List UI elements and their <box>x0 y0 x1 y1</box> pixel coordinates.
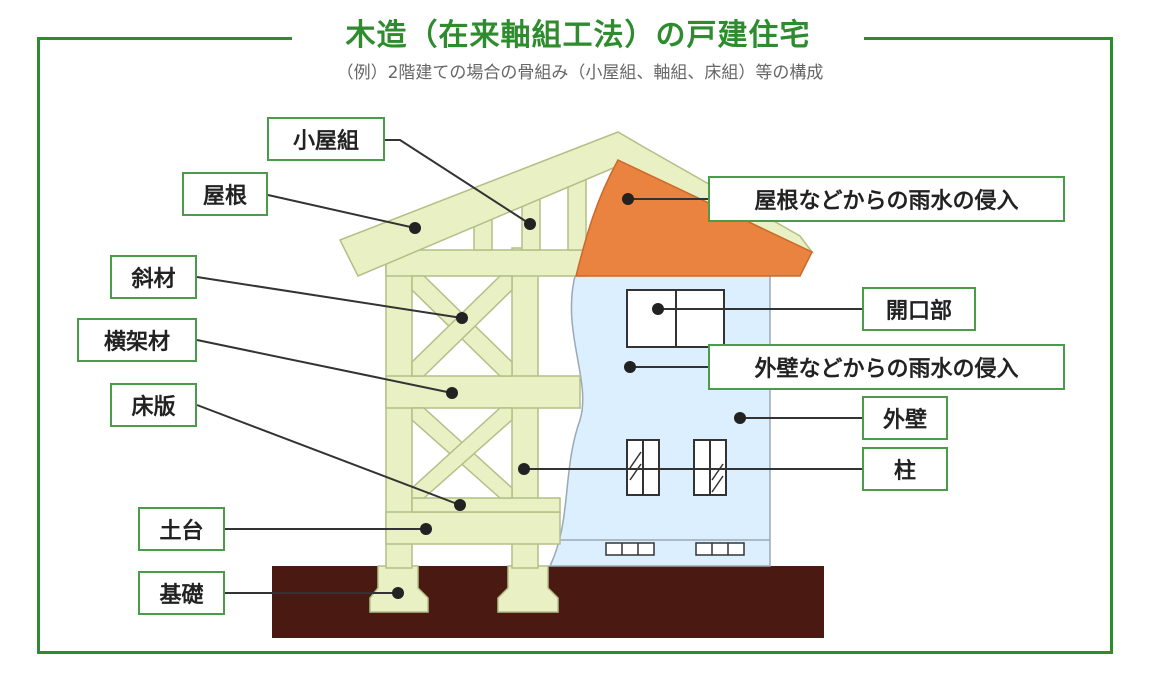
label-yukaita: 床版 <box>110 383 197 427</box>
leader-dots <box>392 193 746 599</box>
label-kiso: 基礎 <box>138 571 225 615</box>
roof-leak-area <box>575 159 814 277</box>
page-subtitle: （例）2階建ての場合の骨組み（小屋組、軸組、床組）等の構成 <box>336 63 824 83</box>
brace-upper-2 <box>411 275 513 377</box>
label-wall-leak: 外壁などからの雨水の侵入 <box>708 344 1065 390</box>
leader-lines <box>196 139 862 594</box>
label-gaiheki: 外壁 <box>862 396 948 440</box>
vents <box>605 542 745 556</box>
floor-board <box>411 497 561 513</box>
top-beam <box>385 249 587 277</box>
foundation-center <box>497 565 559 613</box>
label-roof-leak: 屋根などからの雨水の侵入 <box>708 176 1065 222</box>
label-hashira: 柱 <box>862 447 948 491</box>
window-lower-left <box>626 439 660 496</box>
window-upper <box>626 289 725 348</box>
label-dodai: 土台 <box>138 507 225 551</box>
brace-lower-2 <box>411 407 513 499</box>
label-opening: 開口部 <box>862 287 976 331</box>
label-oukazai: 横架材 <box>77 318 197 362</box>
timber-frame <box>338 131 815 613</box>
window-lower-right <box>693 439 727 496</box>
label-yane: 屋根 <box>182 172 268 216</box>
mid-beam <box>385 375 581 409</box>
label-koyagumi: 小屋組 <box>267 117 385 161</box>
label-shazai: 斜材 <box>110 255 197 299</box>
page-title: 木造（在来軸組工法）の戸建住宅 <box>292 14 864 58</box>
truss-post-3 <box>567 175 587 251</box>
